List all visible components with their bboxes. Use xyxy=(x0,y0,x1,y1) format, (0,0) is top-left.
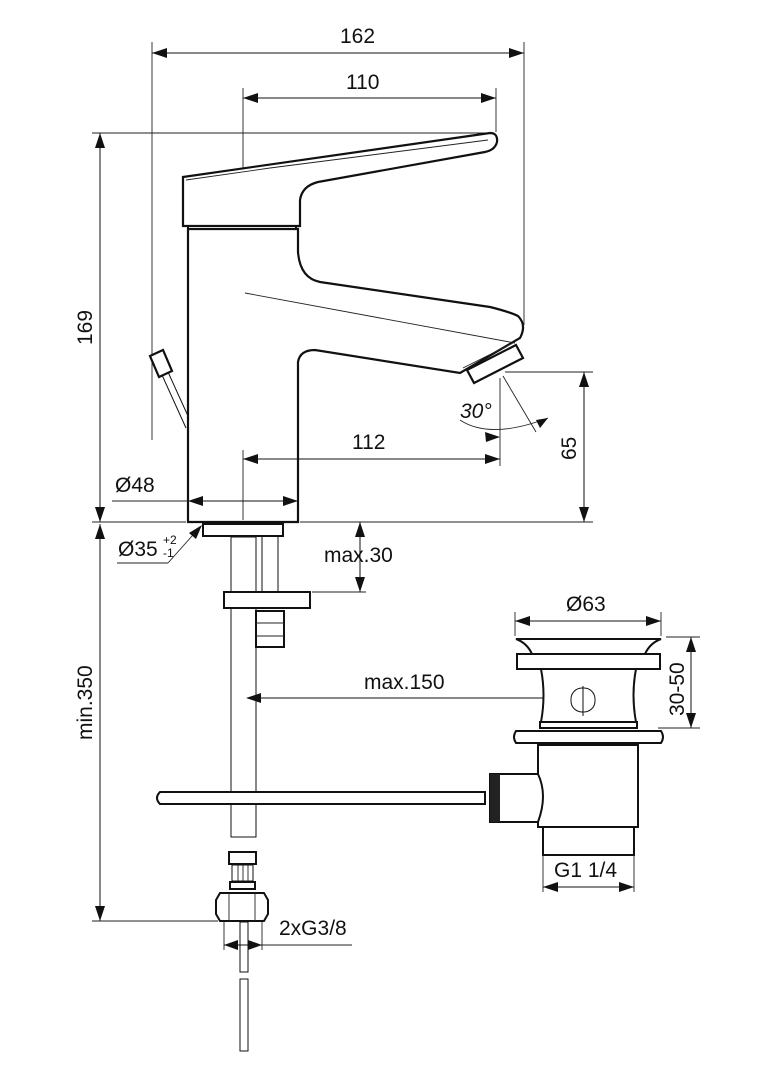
label-hose-connection: 2xG3/8 xyxy=(279,917,347,940)
dimension-waste-diameter: Ø63 xyxy=(514,593,662,636)
label-min-hose-length: min.350 xyxy=(74,665,97,740)
tap-body xyxy=(186,227,525,524)
aerator xyxy=(462,342,525,385)
label-hole-diameter: Ø35 xyxy=(118,538,158,561)
dimension-lever-length: 110 xyxy=(242,71,497,168)
label-spout-height: 65 xyxy=(558,437,581,460)
dimension-overall-height: 169 xyxy=(74,132,490,522)
label-hole-tolerance-minus: -1 xyxy=(163,546,174,560)
label-overall-width: 162 xyxy=(340,25,375,48)
tap-lever xyxy=(181,131,499,230)
label-lever-length: 110 xyxy=(346,71,379,94)
mounting-shank xyxy=(202,523,311,838)
dimension-max-rod-length: max.150 xyxy=(246,671,585,703)
dimension-overall-width: 162 xyxy=(151,25,525,440)
label-spout-reach: 112 xyxy=(352,431,385,454)
pull-rod xyxy=(156,791,486,805)
dimension-spout-height: 65 xyxy=(300,371,593,523)
dimension-waste-adjust: 30-50 xyxy=(658,636,700,729)
label-waste-adjust: 30-50 xyxy=(666,662,689,716)
dimension-max-deck-thickness: max.30 xyxy=(312,522,393,593)
dimension-spout-angle: 30° xyxy=(459,375,549,466)
dimension-body-diameter: Ø48 xyxy=(112,474,298,506)
label-max-rod-length: max.150 xyxy=(364,671,445,694)
dimension-min-hose-length: min.350 xyxy=(74,524,218,922)
dimension-hole-diameter: Ø35 +2 -1 xyxy=(117,525,202,564)
label-max-deck-thickness: max.30 xyxy=(324,544,393,567)
label-waste-diameter: Ø63 xyxy=(566,593,606,616)
pop-up-knob xyxy=(148,348,189,429)
dimension-spout-reach: 112 xyxy=(242,431,500,520)
label-body-diameter: Ø48 xyxy=(115,474,155,497)
label-waste-thread: G1 1/4 xyxy=(554,859,617,882)
dimension-hose-connection: 2xG3/8 xyxy=(223,917,352,950)
label-overall-height: 169 xyxy=(74,310,97,345)
dimension-waste-thread: G1 1/4 xyxy=(542,855,635,892)
hose-fitting xyxy=(215,851,269,1052)
pop-up-waste xyxy=(489,638,664,856)
label-hole-tolerance-plus: +2 xyxy=(163,533,177,547)
label-spout-angle: 30° xyxy=(460,400,492,423)
